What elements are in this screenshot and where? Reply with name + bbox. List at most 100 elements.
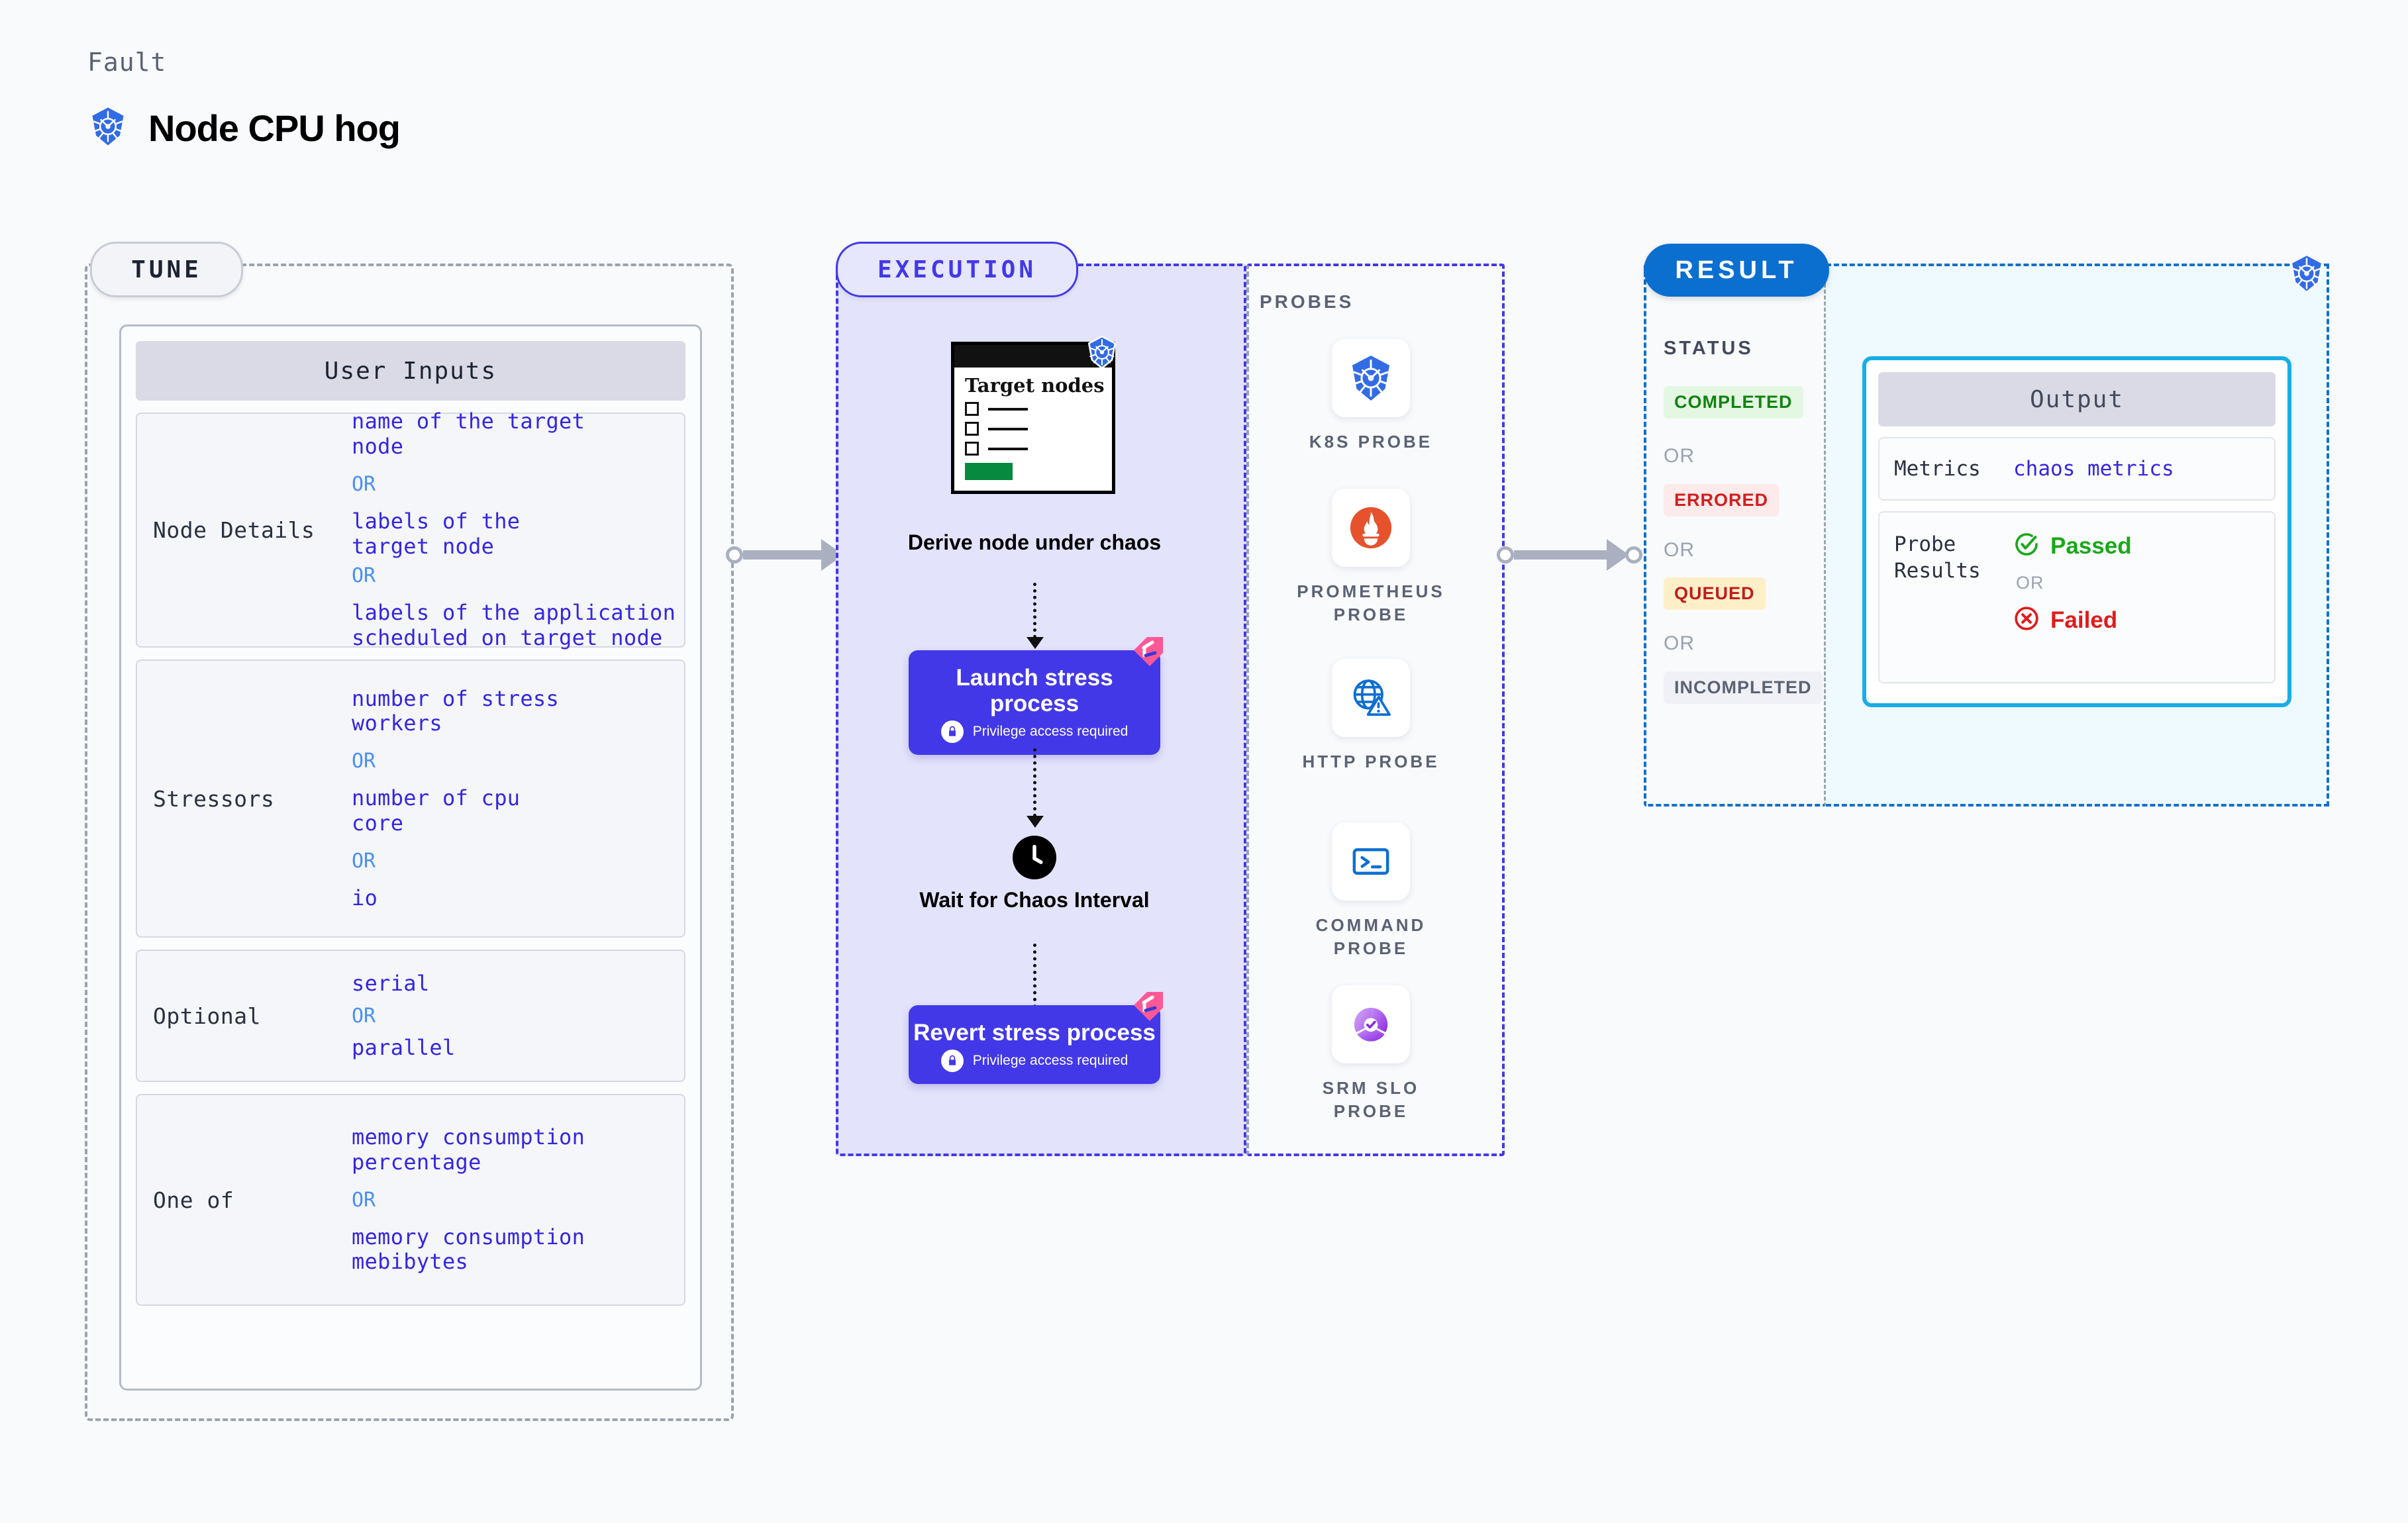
privilege-note: Privilege access required [909, 720, 1160, 744]
probe-label: PROMETHEUS PROBE [1297, 581, 1445, 625]
execution-section-label: EXECUTION [877, 256, 1037, 283]
terminal-icon [1332, 822, 1410, 901]
row-label: One of [153, 1187, 234, 1213]
target-nodes-card: Target nodes [951, 342, 1115, 494]
tune-section-pill[interactable]: TUNE [90, 242, 243, 297]
lock-icon [940, 1050, 964, 1073]
row-separator: OR [352, 564, 376, 588]
row-label: Optional [153, 1003, 261, 1029]
step-title: Launch stress process [956, 665, 1113, 717]
x-circle-icon [2013, 605, 2040, 635]
result-section-pill[interactable]: RESULT [1644, 244, 1829, 297]
probe-label: SRM SLO PROBE [1322, 1078, 1420, 1122]
target-nodes-label: Target nodes [965, 374, 1105, 397]
connector-dot [1497, 546, 1514, 564]
row-separator: OR [352, 1188, 376, 1212]
privilege-note-text: Privilege access required [972, 1053, 1129, 1069]
lock-icon [940, 720, 964, 744]
privilege-note: Privilege access required [909, 1050, 1160, 1073]
checkbox-icon [965, 442, 979, 456]
prometheus-icon [1332, 489, 1410, 567]
row-option: serial [352, 970, 430, 996]
status-badge-queued: QUEUED [1664, 577, 1766, 610]
checkbox-row [965, 422, 1112, 436]
output-row-metrics: Metrics chaos metrics [1878, 437, 2276, 501]
probe-item-srm-slo[interactable]: SRM SLO PROBE [1295, 985, 1447, 1123]
step-title: Revert stress process [913, 1020, 1156, 1046]
row-option: io [352, 885, 378, 910]
row-label: Node Details [153, 517, 315, 543]
connector-bar [743, 550, 821, 560]
flow-connector [1033, 748, 1036, 817]
green-status-bar [965, 463, 1013, 481]
kubernetes-icon [1332, 339, 1410, 417]
execution-section-pill[interactable]: EXECUTION [836, 242, 1078, 297]
probe-result-failed: Failed [2013, 605, 2132, 635]
row-values: name of the target node OR labels of the… [352, 409, 684, 651]
kubernetes-icon [87, 106, 128, 150]
probe-label: K8S PROBE [1309, 432, 1433, 452]
step-caption-derive-node: Derive node under chaos [907, 530, 1162, 554]
status-separator: OR [1664, 539, 1695, 561]
card-body: Target nodes [954, 368, 1112, 481]
probe-label: COMMAND PROBE [1315, 915, 1427, 959]
user-input-row-optional: Optional serial OR parallel [136, 950, 685, 1082]
row-option: memory consumption mebibytes [352, 1224, 585, 1275]
page-eyebrow: Fault [87, 48, 167, 77]
probe-item-k8s[interactable]: K8S PROBE [1295, 339, 1447, 454]
user-input-row-node-details: Node Details name of the target node OR … [136, 409, 685, 650]
flow-connector [1033, 583, 1036, 638]
connector-dot [726, 546, 743, 564]
output-row-probe-results: Probe Results Passed OR [1878, 511, 2276, 683]
checkbox-icon [965, 422, 979, 436]
privilege-note-text: Privilege access required [972, 724, 1129, 740]
harness-chaos-icon [1130, 988, 1167, 1028]
row-separator: OR [352, 1004, 376, 1028]
status-badge-completed: COMPLETED [1664, 386, 1803, 418]
checkbox-row [965, 402, 1112, 417]
flow-connector [1033, 944, 1036, 1028]
row-option: name of the target node [352, 409, 585, 459]
row-label: Stressors [153, 785, 275, 812]
step-revert-stress-process[interactable]: Revert stress process Privilege access r… [909, 992, 1163, 1085]
probe-label: HTTP PROBE [1302, 752, 1440, 771]
row-separator: OR [352, 849, 376, 873]
step-launch-stress-process[interactable]: Launch stress process Privilege access r… [909, 637, 1163, 756]
page-title-row: Node CPU hog [87, 106, 401, 150]
row-values: serial OR parallel [352, 971, 684, 1061]
probe-result-values: Passed OR Failed [2013, 531, 2132, 635]
result-panel [1644, 264, 1826, 807]
row-values: memory consumption percentage OR memory … [352, 1124, 684, 1275]
flow-arrowhead [1027, 637, 1044, 649]
status-separator: OR [1664, 445, 1695, 467]
status-label: STATUS [1664, 338, 1754, 359]
probe-result-passed: Passed [2013, 531, 2132, 561]
page-title: Node CPU hog [148, 107, 401, 149]
user-input-row-stressors: Stressors number of stress workers OR nu… [136, 660, 685, 938]
step-caption-wait-for-chaos: Wait for Chaos Interval [919, 888, 1150, 912]
placeholder-line [988, 407, 1028, 411]
status-badge-incompleted: INCOMPLETED [1664, 671, 1823, 704]
connector-dot [1625, 546, 1642, 564]
checkbox-icon [965, 402, 979, 417]
row-option: memory consumption percentage [352, 1124, 585, 1175]
connector-execution-to-result [1497, 539, 1642, 571]
globe-warning-icon [1332, 659, 1410, 737]
output-row-label: Probe Results [1894, 532, 1981, 583]
row-option: parallel [352, 1034, 456, 1060]
clock-icon [1013, 836, 1056, 879]
kubernetes-icon [1085, 335, 1119, 373]
probe-result-failed-label: Failed [2050, 607, 2118, 633]
probe-item-prometheus[interactable]: PROMETHEUS PROBE [1295, 489, 1447, 626]
probe-result-passed-label: Passed [2050, 532, 2132, 559]
harness-chaos-icon [1130, 633, 1167, 673]
user-input-row-one-of: One of memory consumption percentage OR … [136, 1094, 685, 1306]
kubernetes-icon [2286, 253, 2327, 297]
tune-section-label: TUNE [131, 256, 202, 283]
user-inputs-card: User Inputs Node Details name of the tar… [119, 324, 702, 1391]
output-card-title: Output [1878, 372, 2276, 426]
output-card: Output Metrics chaos metrics Probe Resul… [1862, 356, 2291, 707]
output-row-label: Metrics [1894, 456, 1981, 481]
probe-item-command[interactable]: COMMAND PROBE [1295, 822, 1447, 960]
probe-item-http[interactable]: HTTP PROBE [1295, 659, 1447, 773]
